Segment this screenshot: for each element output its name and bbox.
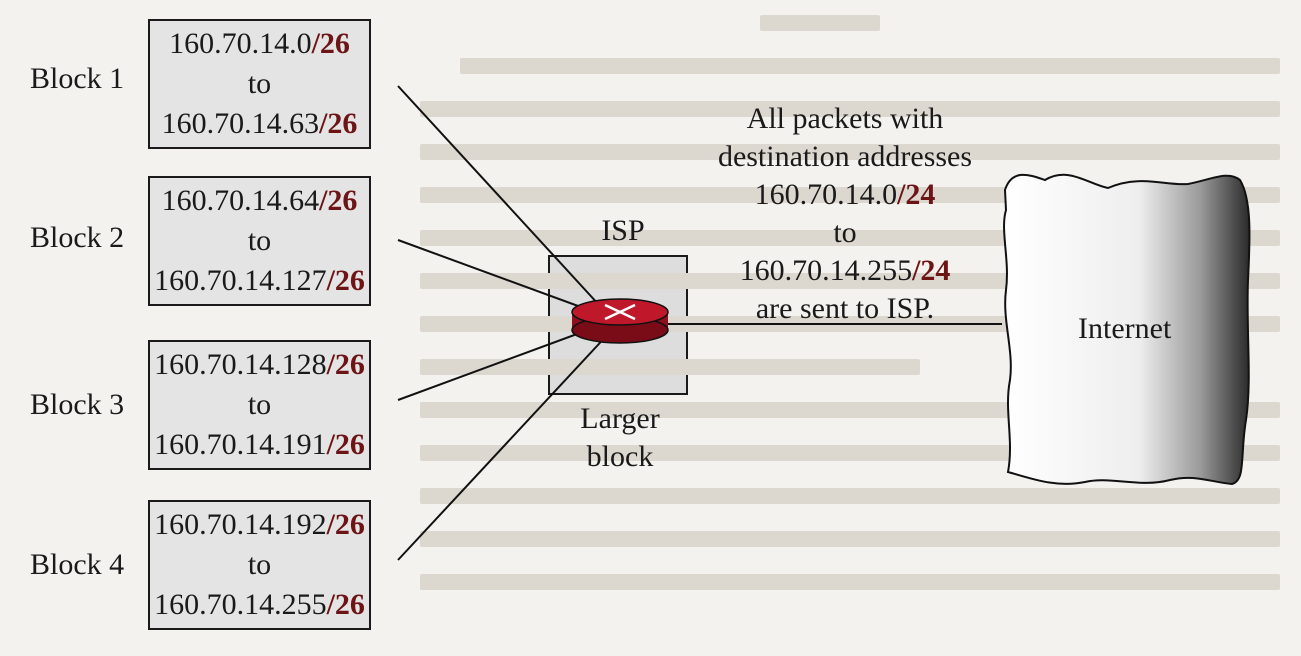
- larger-block-caption: Larger block: [580, 402, 660, 473]
- isp-title: ISP: [601, 214, 645, 247]
- range-end: 160.70.14.255/26: [154, 588, 365, 621]
- internet-label: Internet: [1078, 312, 1172, 345]
- range-to: to: [247, 548, 272, 581]
- link-block3: [397, 326, 597, 401]
- block-1-label: Block 1: [30, 62, 125, 95]
- block-3-label: Block 3: [30, 388, 125, 421]
- range-start: 160.70.14.64/26: [161, 184, 358, 217]
- range-to: to: [247, 67, 272, 100]
- block-3-range: 160.70.14.128/26 to 160.70.14.191/26: [148, 340, 371, 470]
- route-summary-note: All packets with destination addresses 1…: [717, 102, 973, 325]
- block-1-range: 160.70.14.0/26 to 160.70.14.63/26: [148, 19, 371, 149]
- link-block4: [397, 331, 611, 561]
- range-end: 160.70.14.191/26: [154, 428, 365, 461]
- link-block1: [397, 85, 612, 319]
- range-end: 160.70.14.127/26: [154, 264, 365, 297]
- block-4-range: 160.70.14.192/26 to 160.70.14.255/26: [148, 500, 371, 630]
- router-icon: [571, 298, 669, 344]
- link-block2: [397, 239, 601, 315]
- range-start: 160.70.14.192/26: [154, 508, 365, 541]
- range-end: 160.70.14.63/26: [161, 107, 358, 140]
- range-start: 160.70.14.128/26: [154, 348, 365, 381]
- range-to: to: [247, 388, 272, 421]
- internet-cloud: [1003, 173, 1251, 486]
- range-start: 160.70.14.0/26: [169, 27, 350, 60]
- range-to: to: [247, 224, 272, 257]
- block-4-label: Block 4: [30, 548, 125, 581]
- block-2-label: Block 2: [30, 221, 125, 254]
- block-2-range: 160.70.14.64/26 to 160.70.14.127/26: [148, 176, 371, 306]
